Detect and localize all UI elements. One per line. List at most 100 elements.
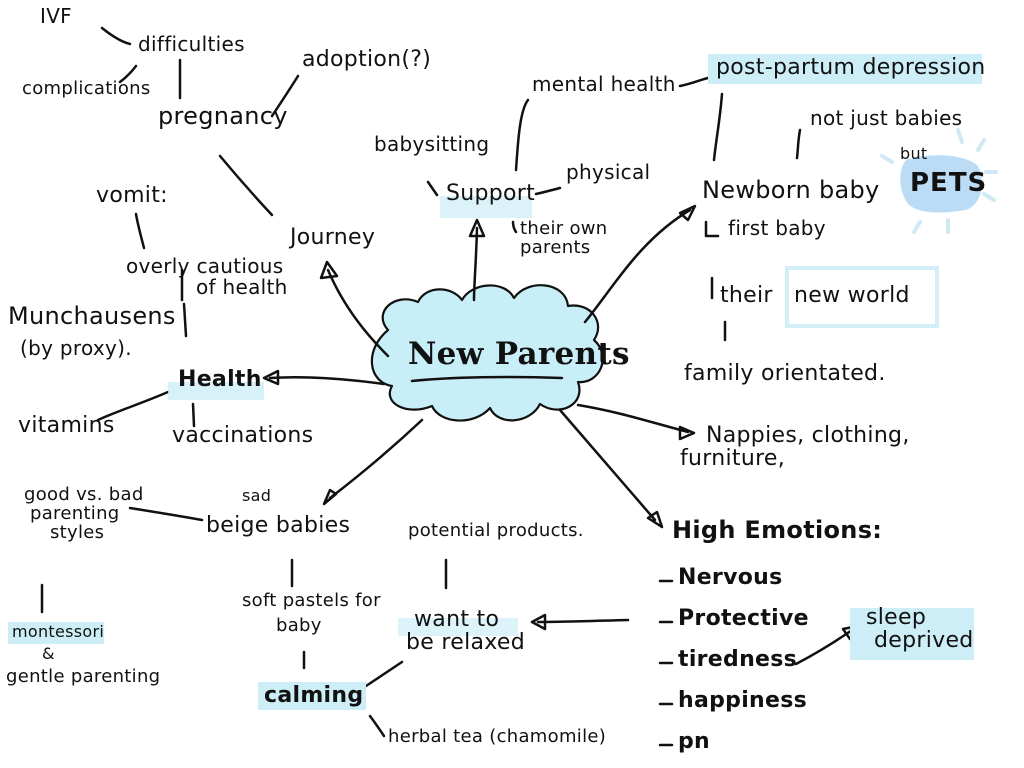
line-babysitting-support (426, 180, 439, 197)
line-vomit-overly (134, 212, 146, 250)
montessori-highlight (8, 622, 104, 644)
arrow-journey (319, 260, 339, 280)
node-herbal-tea: herbal tea (chamomile) (388, 726, 607, 747)
arrow-nappies (678, 425, 696, 441)
soft-pastels-line-1: soft pastels for (242, 590, 381, 611)
line-adoption-pregnancy (270, 74, 300, 118)
line-health-vaccinations (191, 402, 196, 428)
node-high-emotions: High Emotions: (672, 516, 883, 544)
emotion-tiredness: tiredness (678, 647, 798, 672)
node-gentle-parenting: gentle parenting (6, 666, 161, 687)
node-pregnancy: pregnancy (158, 102, 288, 130)
emotion-happiness: happiness (678, 688, 808, 713)
arrow-beige (322, 488, 338, 506)
line-center-emotions (558, 408, 657, 522)
relaxed-line-2: be relaxed (406, 630, 526, 656)
node-difficulties: difficulties (138, 32, 245, 56)
line-support-mental (514, 98, 530, 172)
line-calming-tea (368, 714, 386, 738)
node-want-to-be-relaxed: want to be relaxed (406, 608, 525, 654)
node-munchausens: Munchausens (8, 302, 176, 330)
node-by-proxy: (by proxy). (20, 336, 132, 360)
node-sad: sad (242, 486, 272, 505)
node-vitamins: vitamins (18, 413, 115, 438)
node-their-own-parents: their own parents (520, 218, 608, 258)
node-sleep-deprived: sleep deprived (862, 606, 974, 652)
node-journey: Journey (290, 225, 376, 250)
node-adoption: adoption(?) (302, 47, 432, 72)
node-calming: calming (264, 683, 364, 708)
line-tiredness-sleep (794, 628, 854, 666)
node-family-orientated: family orientated. (684, 361, 886, 386)
node-beige-babies: beige babies (206, 513, 351, 538)
support-highlight (440, 196, 532, 218)
nappies-line-1: Nappies, clothing, (706, 423, 910, 448)
node-babysitting: babysitting (374, 132, 490, 156)
line-center-journey (326, 268, 390, 358)
health-highlight (168, 382, 264, 400)
arrow-newborn (678, 204, 697, 222)
line-pregnancy-journey (218, 154, 274, 217)
calming-highlight (258, 682, 366, 710)
node-vomit: vomit: (96, 183, 168, 208)
node-their: their (720, 283, 773, 308)
pets-highlight-blob (900, 155, 982, 213)
central-cloud-shape (370, 284, 604, 422)
node-mental-health: mental health (532, 72, 676, 96)
line-center-health (268, 376, 386, 386)
line-support-physical (534, 186, 562, 196)
emotion-pn: pn (678, 729, 711, 754)
overly-cautious-line-1: overly cautious (126, 254, 284, 278)
arrow-support (468, 218, 486, 238)
node-overly-cautious: overly cautious of health (126, 256, 288, 298)
relaxed-line-1: want to (414, 607, 500, 632)
good-bad-line-3: styles (50, 521, 105, 543)
node-montessori: montessori (12, 622, 105, 641)
node-first-baby: first baby (728, 216, 826, 240)
line-overly-munch (182, 302, 188, 338)
line-postpartum-newborn (712, 92, 724, 162)
line-complications-difficulties (118, 64, 138, 84)
node-soft-pastels: soft pastels for baby (242, 590, 381, 636)
node-health: Health (178, 367, 262, 392)
node-physical: physical (566, 160, 651, 184)
line-center-newborn (583, 208, 692, 324)
node-post-partum: post-partum depression (716, 55, 986, 80)
line-center-support (472, 226, 479, 302)
node-amp: & (42, 644, 55, 663)
sleep-line-1: sleep (866, 605, 927, 630)
emotion-nervous: Nervous (678, 565, 783, 590)
line-goodbad-beige (128, 506, 204, 522)
node-complications: complications (22, 78, 151, 99)
node-potential-products: potential products. (408, 520, 584, 541)
node-ivf: IVF (40, 4, 72, 28)
hook-first-baby (704, 220, 720, 238)
node-good-vs-bad: good vs. bad parenting styles (24, 484, 144, 543)
node-but: but (900, 144, 928, 163)
node-support: Support (446, 181, 536, 206)
new-world-frame (785, 266, 939, 328)
good-bad-line-2: parenting (30, 502, 120, 524)
relaxed-highlight (398, 618, 518, 636)
line-center-beige (328, 418, 424, 500)
sleep-highlight (850, 608, 974, 660)
node-pets: PETS (910, 168, 988, 198)
emotion-protective: Protective (678, 606, 809, 631)
their-own-line-1: their own (520, 218, 608, 239)
node-newborn-baby: Newborn baby (702, 176, 880, 204)
postpartum-highlight (708, 54, 982, 84)
tick-their-own (511, 220, 518, 234)
sleep-line-2: deprived (874, 628, 974, 654)
node-not-just-babies: not just babies (810, 106, 963, 130)
line-notjust-newborn (795, 128, 802, 160)
overly-cautious-line-2: of health (196, 275, 288, 299)
good-bad-line-1: good vs. bad (24, 484, 144, 505)
line-calming-relaxed (364, 660, 404, 688)
nappies-line-2: furniture, (680, 446, 786, 472)
line-center-nappies (576, 403, 690, 434)
center-title: New Parents (408, 336, 630, 372)
line-ivf-difficulties (100, 26, 132, 46)
their-own-line-2: parents (520, 236, 591, 258)
soft-pastels-line-2: baby (276, 614, 322, 636)
